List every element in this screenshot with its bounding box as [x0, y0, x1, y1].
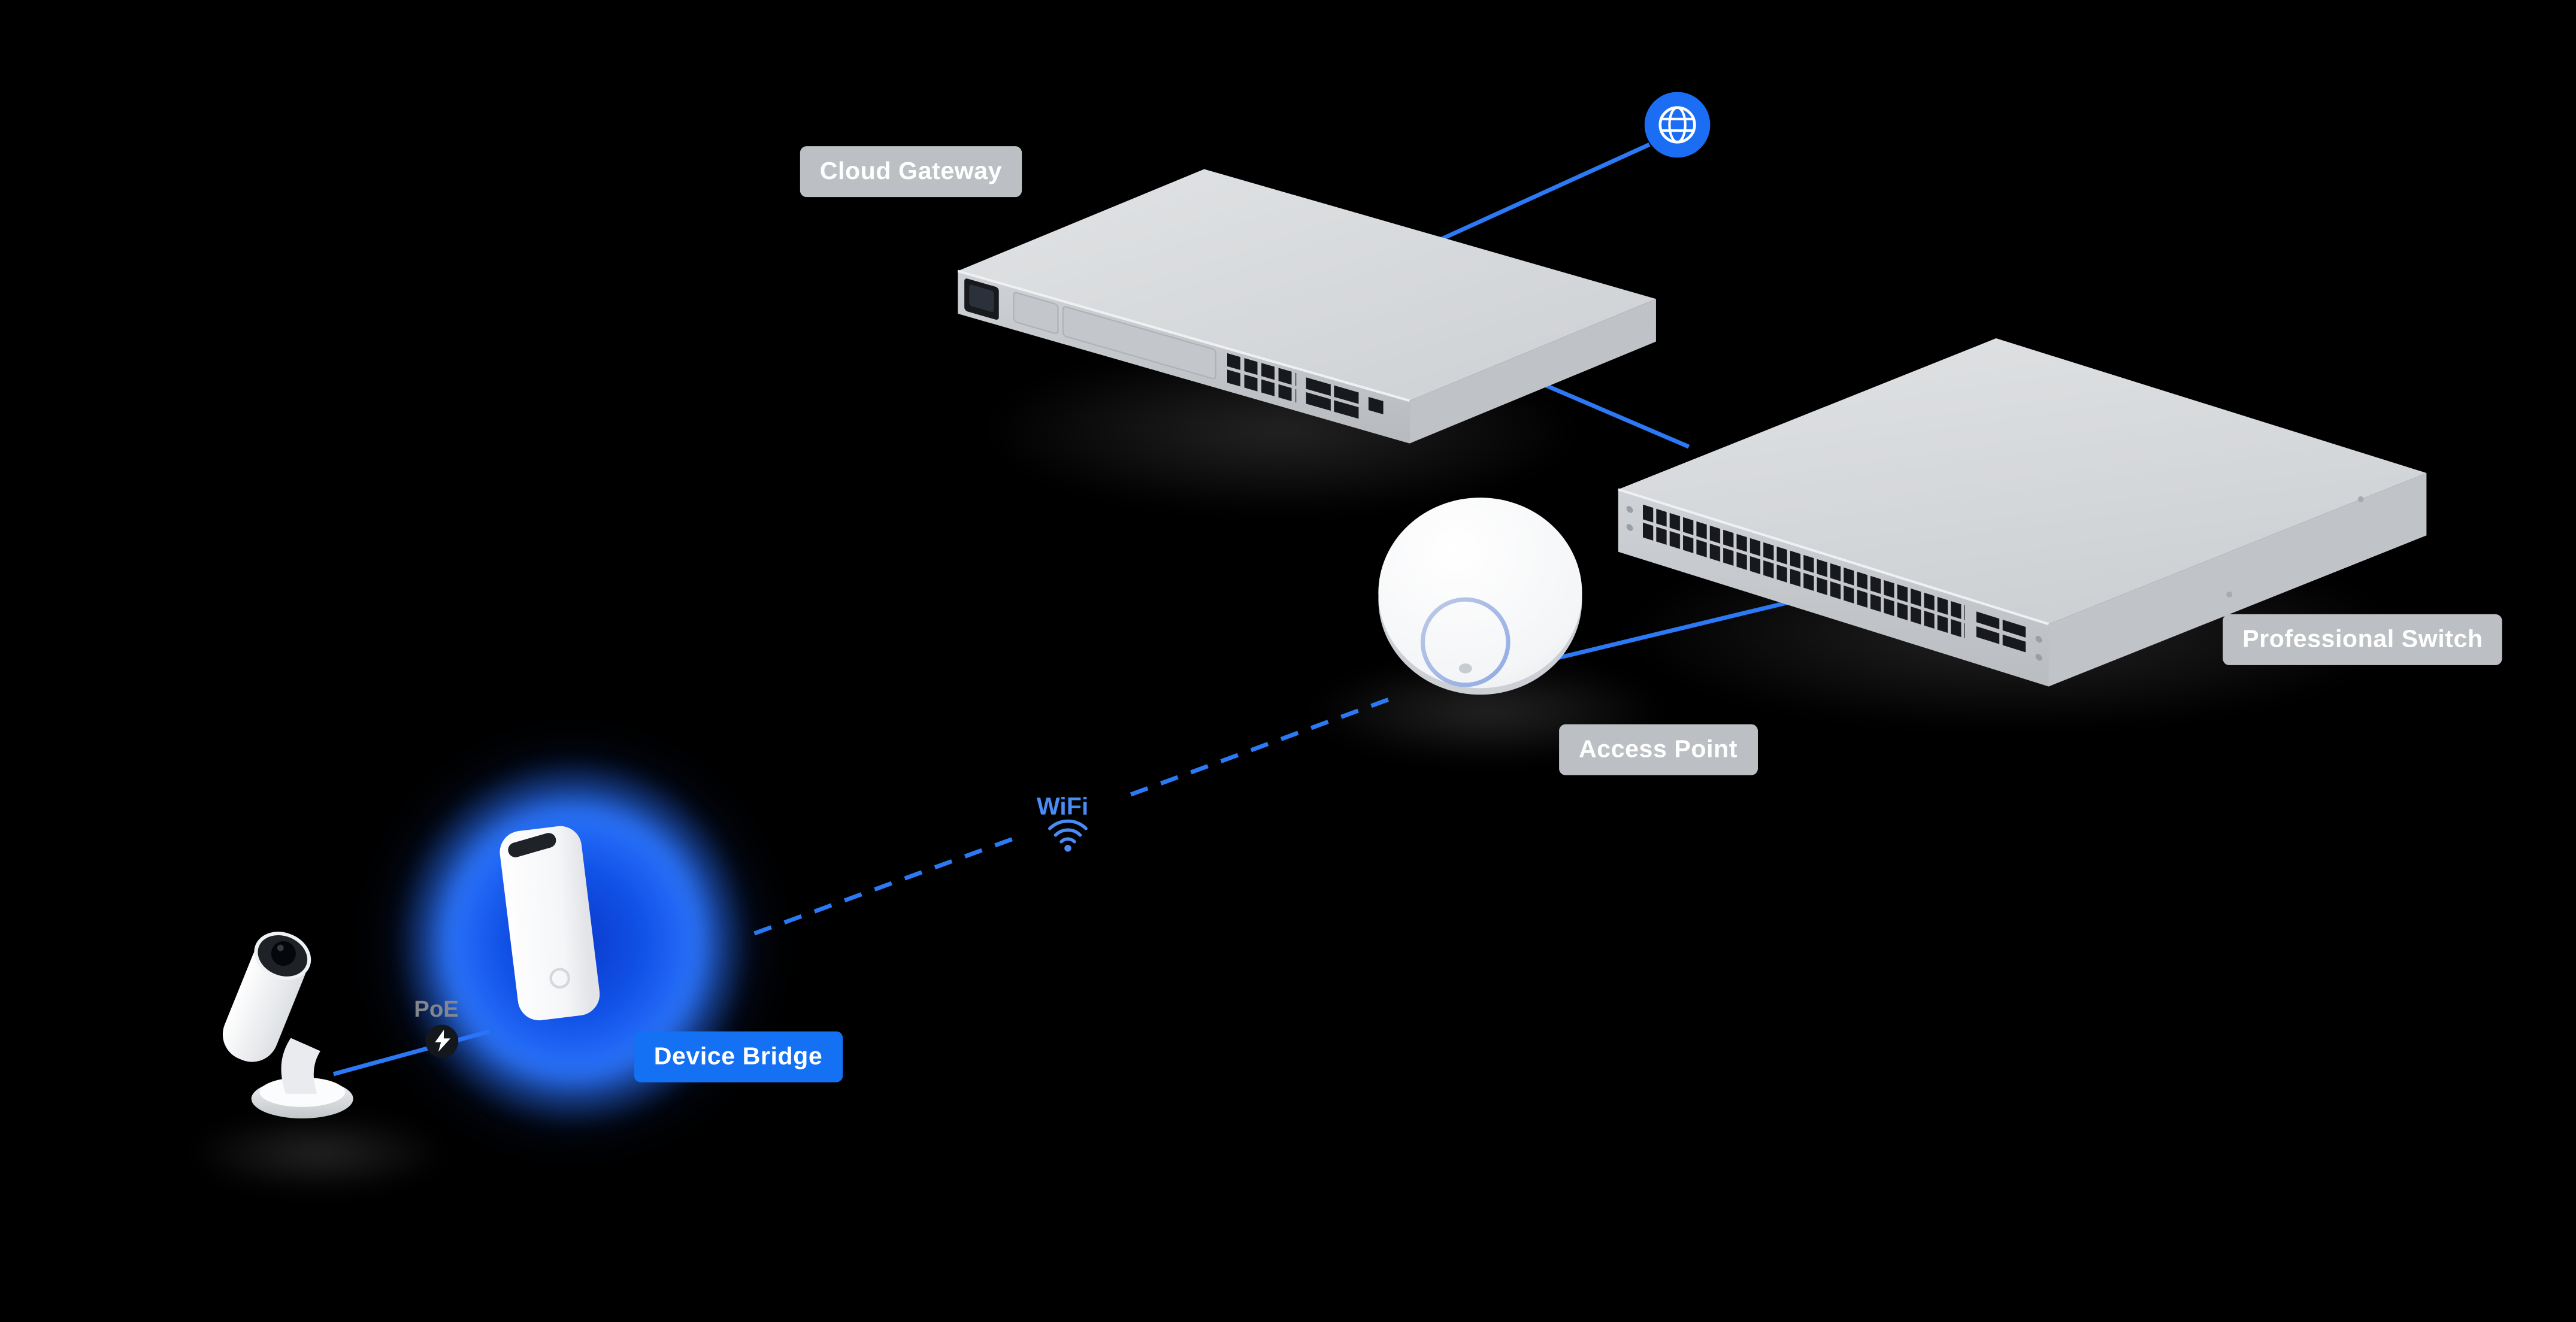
- device-bridge-device: [500, 826, 600, 1021]
- professional-switch-badge: Professional Switch: [2223, 614, 2503, 665]
- access-point-ring: [1420, 597, 1511, 687]
- camera-arm: [281, 1038, 320, 1094]
- link-internet-gateway: [1431, 142, 1651, 245]
- link-access-point-bridge-b: [741, 837, 1013, 940]
- internet-globe-icon: [1644, 92, 1711, 158]
- camera-device: [222, 932, 353, 1118]
- access-point-badge: Access Point: [1559, 724, 1757, 775]
- bridge-top-slot: [508, 833, 556, 857]
- device-bridge-badge: Device Bridge: [634, 1031, 843, 1083]
- poe-bolt-icon: [425, 1024, 459, 1058]
- cloud-gateway-device: [957, 169, 1656, 444]
- link-switch-access-point: [1527, 599, 1795, 668]
- wifi-label: WiFi: [1036, 793, 1089, 821]
- link-gateway-switch: [1538, 380, 1690, 449]
- gateway-rj45-ports: [1227, 353, 1297, 404]
- wifi-icon: [1048, 819, 1088, 852]
- switch-port-grid: [1642, 504, 1965, 642]
- access-point-device: [1378, 498, 1582, 695]
- poe-label: PoE: [414, 995, 459, 1022]
- professional-switch-device: [1618, 338, 2427, 687]
- bridge-logo: [549, 968, 571, 989]
- access-point-logo: [1458, 663, 1472, 674]
- link-access-point-bridge-a: [1124, 698, 1390, 799]
- cloud-gateway-badge: Cloud Gateway: [800, 146, 1022, 198]
- camera-shadow: [190, 1113, 447, 1193]
